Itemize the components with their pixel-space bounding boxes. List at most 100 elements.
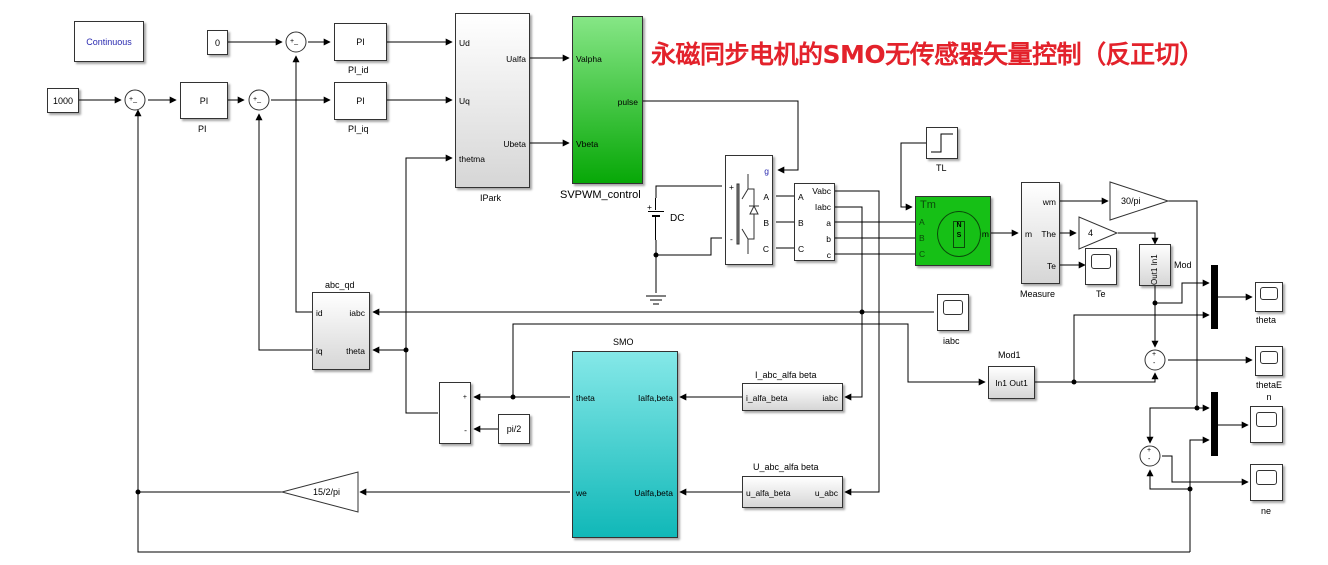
minus-sign: - xyxy=(464,425,467,435)
port-ialfa-beta: Ialfa,beta xyxy=(638,393,673,403)
port-a-out: a xyxy=(826,218,831,228)
i-abc-alfabeta-block[interactable]: i_alfa_beta iabc xyxy=(742,383,843,411)
port-valpha: Valpha xyxy=(576,54,602,64)
pmsm-block[interactable]: Tm A B C m N S xyxy=(915,196,991,266)
wire xyxy=(134,109,1190,553)
constant-pi2-block[interactable]: pi/2 xyxy=(498,414,530,444)
scope-ne[interactable] xyxy=(1250,464,1283,501)
scope-te[interactable] xyxy=(1085,248,1117,285)
scope-screen-icon xyxy=(1260,287,1278,300)
dc-source[interactable]: + xyxy=(646,198,666,242)
port-uq: Uq xyxy=(459,96,470,106)
measure-label: Measure xyxy=(1020,289,1056,299)
scope-iabc[interactable] xyxy=(937,294,969,331)
inverter-block[interactable]: + - g A B C xyxy=(725,155,773,265)
igbt-icon xyxy=(736,174,759,254)
wire xyxy=(1146,407,1197,444)
pi-iq-block[interactable]: PI xyxy=(334,82,387,120)
port-a-in: A xyxy=(798,192,804,202)
mod-label: Mod xyxy=(1174,260,1192,270)
constant-0-block[interactable]: 0 xyxy=(207,30,228,55)
sum-pi2-block[interactable]: + - xyxy=(439,382,471,444)
wire xyxy=(1146,469,1190,490)
wire xyxy=(656,237,722,256)
wire xyxy=(255,113,312,351)
port-b: B xyxy=(763,218,769,228)
port-c: C xyxy=(919,249,926,259)
scope-screen-icon xyxy=(1256,470,1277,485)
pi-speed-block[interactable]: PI xyxy=(180,82,228,119)
abc-qd-label: abc_qd xyxy=(325,280,355,290)
svpwm-block[interactable]: Valpha Vbeta pulse xyxy=(572,16,643,184)
wire xyxy=(1160,200,1210,412)
abc-qd-block[interactable]: id iq iabc theta xyxy=(312,292,370,370)
wire xyxy=(1189,436,1210,552)
port-wm: wm xyxy=(1042,197,1056,207)
smo-block[interactable]: theta we Ialfa,beta Ualfa,beta xyxy=(572,351,678,538)
pi-id-label: PI_id xyxy=(348,65,369,75)
port-b-in: B xyxy=(798,218,804,228)
u-abc-alfabeta-block[interactable]: u_alfa_beta u_abc xyxy=(742,476,843,508)
wire xyxy=(835,206,863,401)
port-c-out: c xyxy=(826,250,831,260)
mux-theta[interactable] xyxy=(1211,265,1218,329)
wire xyxy=(1155,279,1210,304)
port-a: A xyxy=(919,217,925,227)
sum2-shape xyxy=(248,89,270,111)
constant-value: pi/2 xyxy=(506,424,522,434)
scope-ne-label: ne xyxy=(1261,506,1272,516)
ipark-block[interactable]: Ud Uq thetma Ualfa Ubeta xyxy=(455,13,530,188)
port-vabc: Vabc xyxy=(812,186,831,196)
scope-screen-icon xyxy=(1091,254,1111,269)
port-dc-plus: + xyxy=(729,182,734,192)
port-ubeta: Ubeta xyxy=(503,139,526,149)
pi-id-block[interactable]: PI xyxy=(334,23,387,61)
sum3-shape xyxy=(285,31,307,53)
south-pole: S xyxy=(956,232,962,239)
port-iabc: iabc xyxy=(349,308,365,318)
pi-iq-label: PI_iq xyxy=(348,124,369,134)
constant-1000-block[interactable]: 1000 xyxy=(47,88,79,113)
solver-block[interactable]: Continuous xyxy=(74,21,144,62)
mod1-ports: In1 Out1 xyxy=(995,377,1028,388)
port-pulse: pulse xyxy=(617,97,638,107)
wire xyxy=(372,346,438,414)
measure-block[interactable]: m wm The Te xyxy=(1021,182,1060,284)
mod-ports: Out1 In1 xyxy=(1150,254,1159,285)
mux-speed[interactable] xyxy=(1211,392,1218,456)
wire xyxy=(1162,455,1249,486)
port-dc-minus: - xyxy=(730,234,733,244)
gain-15-shape xyxy=(280,471,359,513)
wire xyxy=(655,185,722,198)
gain-15-block[interactable]: 15/2/pi xyxy=(313,487,341,497)
mod1-block[interactable]: In1 Out1 xyxy=(988,366,1035,399)
tl-step-block[interactable] xyxy=(926,127,958,159)
wire xyxy=(512,323,986,397)
gain-4-block[interactable]: 4 xyxy=(1088,228,1094,238)
sum1-signs: +_ xyxy=(129,96,137,103)
mod-block[interactable]: Out1 In1 xyxy=(1139,244,1171,286)
scope-theta-label: theta xyxy=(1256,315,1277,325)
wire xyxy=(1035,372,1159,383)
scope-screen-icon xyxy=(1256,412,1277,427)
scope-n[interactable] xyxy=(1250,406,1283,443)
port-theta: theta xyxy=(346,346,365,356)
sum-speed-minus: - xyxy=(1148,456,1151,463)
port-iabc: Iabc xyxy=(814,202,831,212)
scope-thetaen[interactable] xyxy=(1255,346,1283,376)
gain-30pi-block[interactable]: 30/pi xyxy=(1121,196,1141,206)
vi-measurement-block[interactable]: A B C Vabc Iabc a b c xyxy=(794,183,835,261)
scope-iabc-label: iabc xyxy=(943,336,960,346)
wire xyxy=(835,190,880,496)
port-ualfa: Ualfa xyxy=(506,54,526,64)
sum-theta-plus: + xyxy=(1152,351,1157,358)
sum3-signs: +_ xyxy=(290,38,298,45)
svpwm-label: SVPWM_control xyxy=(560,189,641,201)
port-te: Te xyxy=(1047,261,1056,271)
scope-theta[interactable] xyxy=(1255,282,1283,312)
pi-text: PI xyxy=(356,96,365,106)
port-tm: Tm xyxy=(920,199,936,211)
wire xyxy=(405,154,453,410)
pi-text: PI xyxy=(356,37,365,47)
port-ud: Ud xyxy=(459,38,470,48)
